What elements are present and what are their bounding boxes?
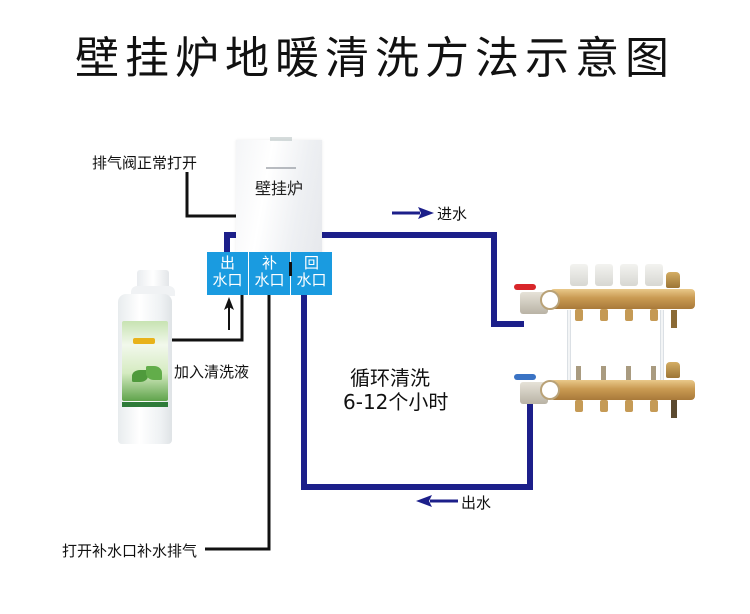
outlet-port-label: 出 水口 (207, 252, 248, 295)
port-label-line1: 补 (261, 254, 277, 272)
manifold-outlet (575, 309, 583, 321)
return-manifold-bar (550, 380, 695, 400)
bottle-label (122, 321, 168, 401)
leaf-icon (146, 366, 162, 380)
balancing-pin (651, 366, 656, 380)
diagram-title: 壁挂炉地暖清洗方法示意图 (75, 33, 675, 84)
cleaner-leader-line (172, 295, 244, 342)
outlet-label: 出水 (461, 494, 492, 512)
actuator-head (570, 264, 588, 286)
manifold-outlet (575, 400, 583, 412)
inlet-arrow-head (418, 207, 434, 219)
actuator-head (620, 264, 638, 286)
loop-cleaning-label: 循环清洗 (350, 366, 430, 390)
port-label-line1: 出 (219, 254, 235, 272)
fill-leader-line (205, 295, 271, 551)
drain-valve (671, 400, 677, 418)
wall-boiler (236, 140, 322, 260)
open-fill-label: 打开补水口补水排气 (62, 542, 198, 560)
temperature-gauge (540, 290, 560, 310)
air-vent (666, 362, 680, 378)
boiler-label: 壁挂炉 (254, 179, 303, 198)
bottle-logo (133, 338, 155, 344)
actuator-head (645, 264, 663, 286)
balancing-pin (626, 366, 631, 380)
boiler-brand-mark (266, 167, 296, 169)
balancing-pin (601, 366, 606, 380)
balancing-pin (576, 366, 581, 380)
outlet-arrow-head (416, 495, 432, 507)
vent-leader-line (185, 172, 238, 218)
supply-manifold-bar (550, 289, 695, 309)
actuator-head (595, 264, 613, 286)
red-valve-handle (514, 284, 536, 290)
port-divider (289, 262, 292, 276)
drain-valve (671, 310, 677, 328)
return-pipe (301, 295, 533, 490)
manifold-outlet (650, 400, 658, 412)
leaf-icon (132, 370, 148, 382)
injection-arrow-head (224, 297, 234, 310)
port-label-line2: 水口 (296, 271, 327, 289)
add-cleaner-label: 加入清洗液 (174, 363, 250, 381)
return-port-label: 回 水口 (291, 252, 332, 295)
blue-valve-handle (514, 374, 536, 380)
inlet-label: 进水 (437, 205, 468, 223)
flowmeter-link (660, 310, 664, 380)
manifold-outlet (625, 309, 633, 321)
temperature-gauge (540, 380, 560, 400)
supply-pipe (224, 232, 524, 327)
port-label-line2: 水口 (212, 271, 243, 289)
vent-valve-label: 排气阀正常打开 (92, 154, 198, 172)
bottle-label-strip (122, 402, 168, 407)
manifold-outlet (600, 400, 608, 412)
manifold-outlet (625, 400, 633, 412)
bottle-neck (131, 286, 175, 296)
bottle-cap (137, 270, 169, 286)
manifold-outlet (600, 309, 608, 321)
boiler-top-mark (270, 137, 292, 141)
flowmeter-link (567, 310, 571, 380)
port-label-line1: 回 (303, 254, 319, 272)
port-label-line2: 水口 (254, 271, 285, 289)
fill-port-label: 补 水口 (249, 252, 290, 295)
air-vent (666, 272, 680, 288)
loop-duration-label: 6-12个小时 (343, 390, 449, 414)
manifold-outlet (650, 309, 658, 321)
